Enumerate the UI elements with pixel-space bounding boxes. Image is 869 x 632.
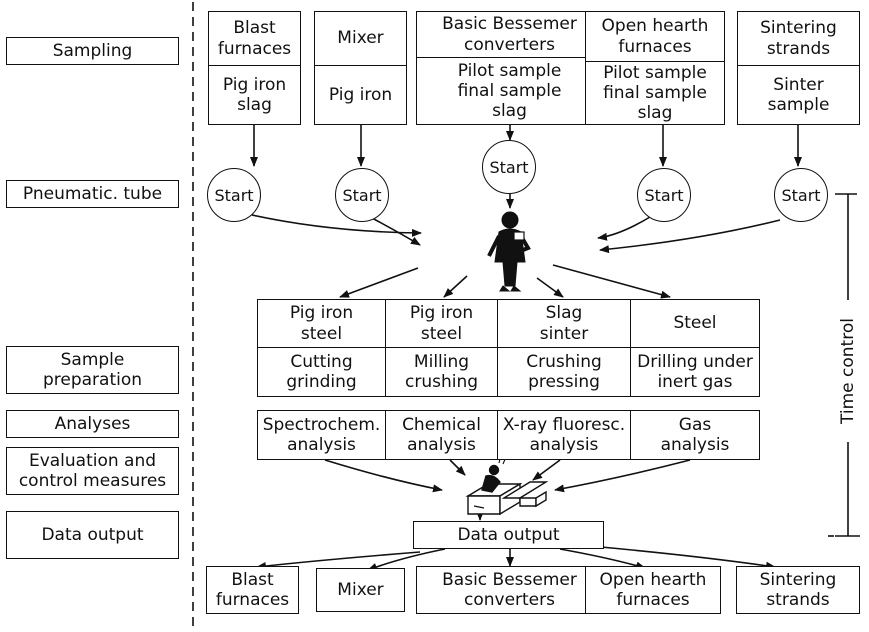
destination-box: Open hearth furnaces (585, 566, 721, 614)
start-label: Start (489, 157, 529, 177)
destination-box: Blast furnaces (206, 566, 299, 614)
start-circle: Start (207, 168, 261, 222)
data-output-label: Data output (457, 524, 560, 545)
start-label: Start (644, 185, 684, 205)
analysis-method: Chemical analysis (402, 414, 481, 455)
source-open-hearth-furnaces: Open hearth furnaces Pilot sample final … (585, 11, 725, 125)
evaluation-arrows (324, 459, 691, 493)
stage-sampling: Sampling (6, 37, 179, 65)
destination-box: Sintering strands (736, 566, 860, 614)
preparation-col-divider (497, 299, 498, 397)
source-sample: Pilot sample final sample slag (603, 62, 707, 124)
stage-label: Evaluation and control measures (18, 450, 167, 491)
prep-material: Steel (673, 313, 717, 334)
analyses-col-divider (385, 410, 386, 460)
source-sintering-strands: Sintering strands Sinter sample (737, 11, 860, 125)
prep-method: Drilling under inert gas (637, 351, 753, 392)
data-output-box: Data output (413, 521, 604, 549)
preparation-col-divider (385, 299, 386, 397)
start-circle: Start (482, 140, 536, 194)
stage-label: Data output (41, 524, 144, 545)
stage-label: Analyses (54, 413, 131, 434)
source-name: Sintering strands (738, 12, 859, 66)
destination-label: Sintering strands (759, 569, 837, 610)
destination-box: Mixer (316, 568, 405, 612)
stage-sample-preparation: Sample preparation (6, 346, 179, 394)
analyses-col-divider (497, 410, 498, 460)
dispatch-arrows (339, 264, 671, 299)
source-name: Basic Bessemer converters (417, 12, 602, 58)
analyses-col-divider (630, 410, 631, 460)
time-control-bracket (828, 193, 860, 537)
analyses-block (257, 410, 760, 460)
source-sample: Sinter sample (767, 74, 830, 115)
preparation-col-divider (630, 299, 631, 397)
prep-material: Pig iron steel (409, 303, 474, 344)
tube-arrows (251, 190, 781, 254)
destination-label: Open hearth furnaces (599, 569, 707, 610)
stage-label: Pneumatic. tube (22, 183, 163, 204)
stage-pneumatic-tube: Pneumatic. tube (6, 180, 179, 208)
destination-label: Basic Bessemer converters (442, 569, 577, 610)
source-sample: Pilot sample final sample slag (457, 60, 562, 122)
destination-label: Mixer (337, 579, 384, 600)
preparation-divider (257, 347, 760, 348)
stage-evaluation: Evaluation and control measures (6, 447, 179, 495)
preparation-block (257, 299, 760, 397)
stage-label: Sample preparation (42, 349, 143, 390)
source-mixer: Mixer Pig iron (314, 11, 407, 125)
time-control-label: Time control (838, 314, 858, 428)
prep-material: Slag sinter (539, 303, 589, 344)
analysis-method: Spectrochem. analysis (262, 414, 381, 455)
destination-box: Basic Bessemer converters (416, 566, 603, 614)
prep-method: Crushing pressing (526, 351, 602, 392)
source-name: Open hearth furnaces (586, 12, 724, 62)
prep-material: Pig iron steel (289, 303, 354, 344)
analysis-method: Gas analysis (660, 414, 730, 455)
source-basic-bessemer-converters: Basic Bessemer converters Pilot sample f… (416, 11, 603, 125)
start-circle: Start (774, 168, 828, 222)
start-label: Start (342, 185, 382, 205)
start-label: Start (781, 185, 821, 205)
source-name: Mixer (315, 12, 406, 66)
stage-data-output: Data output (6, 511, 179, 559)
evaluation-desk-figure (465, 454, 549, 516)
prep-method: Milling crushing (404, 351, 479, 392)
analysis-method: X-ray fluoresc. analysis (502, 414, 626, 455)
start-circle: Start (637, 168, 691, 222)
destination-label: Blast furnaces (215, 569, 290, 610)
start-circle: Start (335, 168, 389, 222)
start-label: Start (214, 185, 254, 205)
source-name: Blast furnaces (209, 12, 300, 66)
source-sample: Pig iron (328, 84, 393, 105)
stage-label: Sampling (52, 40, 133, 61)
prep-method: Cutting grinding (286, 351, 357, 392)
operator-figure (487, 211, 531, 292)
stage-analyses: Analyses (6, 410, 179, 438)
sampling-arrows (250, 124, 802, 167)
source-blast-furnaces: Blast furnaces Pig iron slag (208, 11, 301, 125)
source-sample: Pig iron slag (222, 74, 287, 115)
